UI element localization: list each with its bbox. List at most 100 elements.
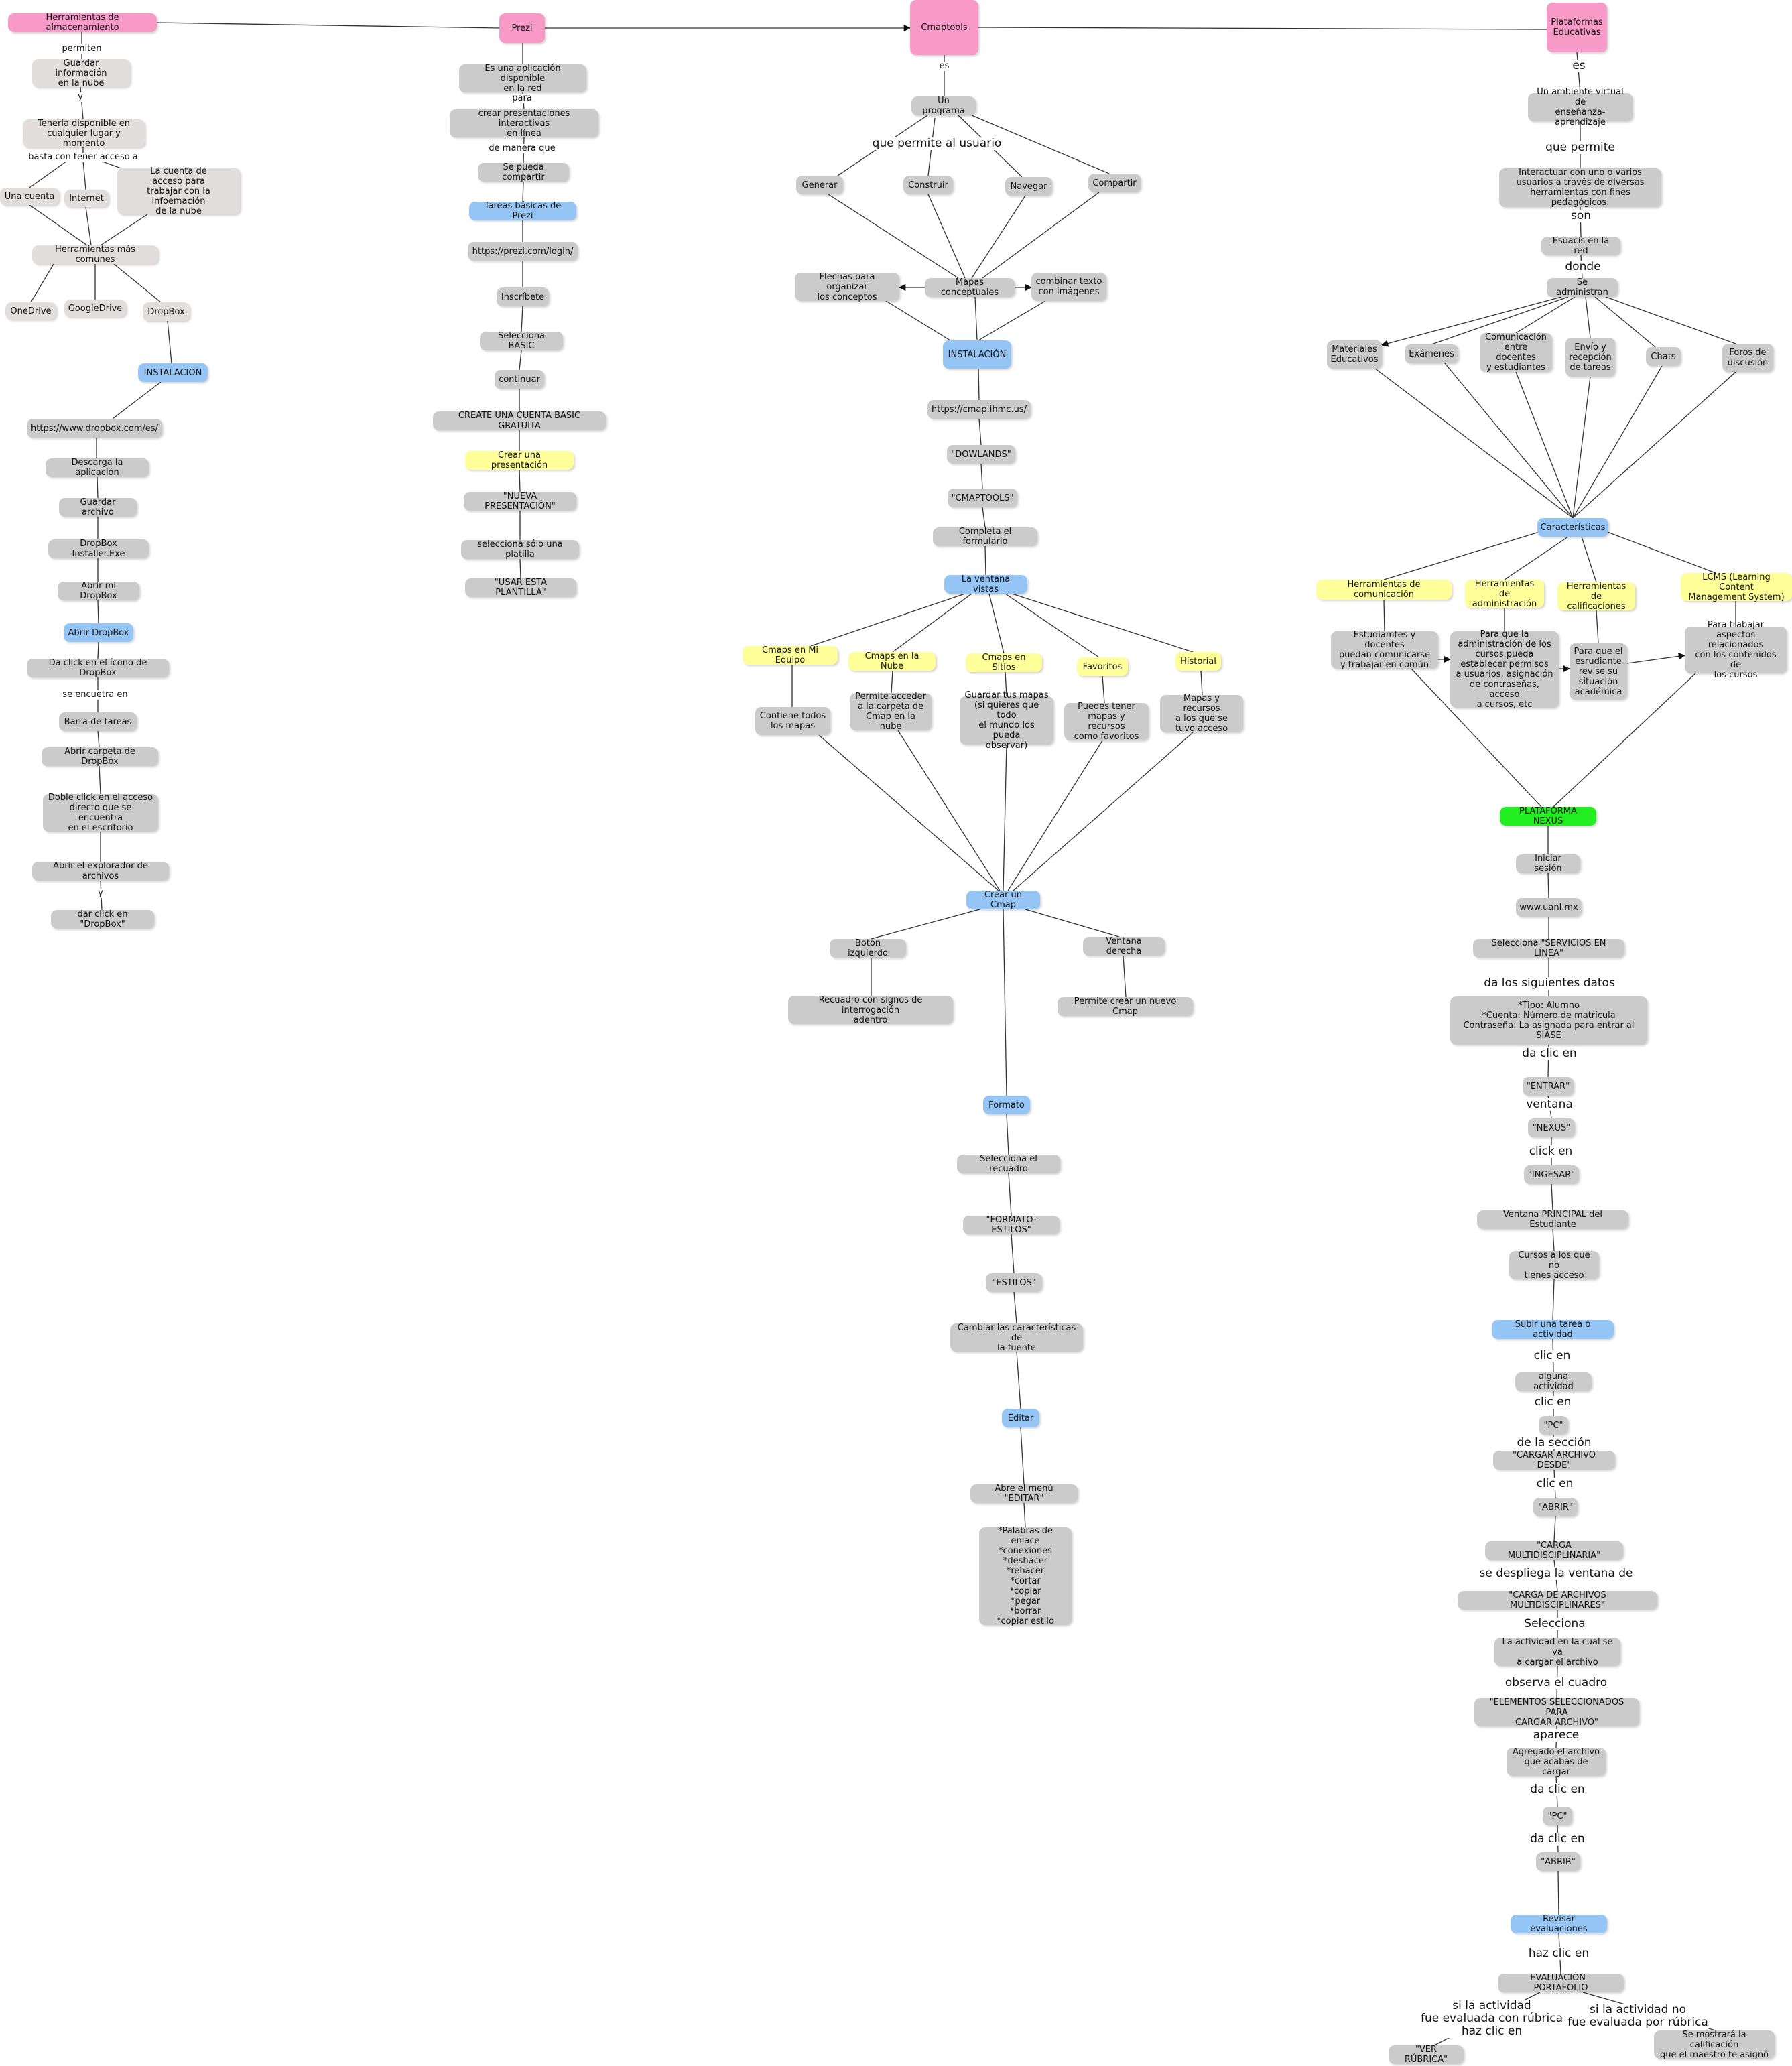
node-examenes[interactable]: Exámenes	[1405, 344, 1458, 363]
node-abre-menu-editar[interactable]: Abre el menú "EDITAR"	[970, 1484, 1078, 1504]
node-ventana-vistas[interactable]: La ventana vistas	[944, 574, 1027, 594]
node-navegar[interactable]: Navegar	[1005, 177, 1052, 196]
node-herr-calificaciones[interactable]: Herramientas de calificaciones	[1557, 582, 1635, 612]
node-agregado-archivo[interactable]: Agregado el archivo que acabas de cargar	[1507, 1747, 1606, 1777]
node-mapas-recursos[interactable]: Mapas y recursos a los que se tuvo acces…	[1160, 694, 1243, 734]
node-construir[interactable]: Construir	[903, 176, 953, 194]
node-crear-presentaciones[interactable]: crear presentaciones interactivas en lín…	[450, 109, 598, 139]
node-herr-comunicacion[interactable]: Herramientas de comunicación	[1316, 580, 1452, 600]
node-caracteristicas[interactable]: Características	[1537, 518, 1608, 537]
node-un-programa[interactable]: Un programa	[911, 96, 976, 116]
node-uanl[interactable]: www.uanl.mx	[1516, 898, 1582, 917]
node-contiene-mapas[interactable]: Contiene todos los mapas	[755, 707, 830, 735]
node-barra-tareas[interactable]: Barra de tareas	[59, 712, 137, 731]
node-cmaps-mi-equipo[interactable]: Cmaps en Mi Equipo	[743, 645, 838, 665]
node-ver-rubrica[interactable]: "VER RÚBRICA"	[1389, 2045, 1464, 2065]
node-alguna-actividad[interactable]: alguna actividad	[1515, 1372, 1592, 1392]
node-foros-discusion[interactable]: Foros de discusión	[1722, 344, 1773, 372]
node-administracion-cursos[interactable]: Para que la administración de los cursos…	[1450, 629, 1559, 710]
node-subir-tarea[interactable]: Subir una tarea o actividad	[1492, 1319, 1614, 1340]
node-comunicacion-docentes[interactable]: Comunicación entre docentes y estudiante…	[1480, 332, 1552, 373]
node-favoritos[interactable]: Favoritos	[1077, 657, 1128, 676]
node-calificacion-maestro[interactable]: Se mostrará la calificación que el maest…	[1654, 2030, 1775, 2060]
node-instalacion-cmap[interactable]: INSTALACIÓN	[943, 340, 1011, 369]
node-formato[interactable]: Formato	[983, 1096, 1030, 1114]
node-crear-presentacion[interactable]: Crear una presentación	[465, 450, 574, 470]
node-nexus[interactable]: "NEXUS"	[1528, 1118, 1575, 1137]
node-entrar[interactable]: "ENTRAR"	[1523, 1077, 1574, 1096]
node-cargar-archivo-desde[interactable]: "CARGAR ARCHIVO DESDE"	[1493, 1450, 1615, 1470]
node-cmaptools-link[interactable]: "CMAPTOOLS"	[948, 489, 1017, 507]
node-permite-crear-cmap[interactable]: Permite crear un nuevo Cmap	[1058, 996, 1193, 1017]
node-datos-acceso[interactable]: *Tipo: Alumno *Cuenta: Número de matrícu…	[1450, 996, 1647, 1045]
node-googledrive[interactable]: GoogleDrive	[64, 300, 126, 317]
node-evaluacion-portafolio[interactable]: EVALUACIÓN - PORTAFOLIO	[1498, 1973, 1624, 1993]
node-inscribete[interactable]: Inscríbete	[497, 287, 549, 306]
node-plataforma-nexus[interactable]: PLATAFORMA NEXUS	[1500, 806, 1596, 826]
node-permite-acceder[interactable]: Permite acceder a la carpeta de Cmap en …	[850, 692, 932, 732]
node-compartir[interactable]: Compartir	[1088, 174, 1141, 192]
node-abrir-mi-dropbox[interactable]: Abrir mi DropBox	[58, 581, 139, 601]
node-lcms[interactable]: LCMS (Learning Content Management System…	[1681, 572, 1792, 602]
node-completa-formulario[interactable]: Completa el formulario	[933, 527, 1037, 547]
node-internet[interactable]: Internet	[64, 190, 109, 207]
node-recuadro-signos[interactable]: Recuadro con signos de interrogación ade…	[788, 995, 953, 1025]
node-se-pueda-compartir[interactable]: Se pueda compartir	[478, 162, 569, 182]
node-installer-exe[interactable]: DropBox Installer.Exe	[48, 539, 149, 559]
node-url-cmap[interactable]: https://cmap.ihmc.us/	[927, 400, 1031, 419]
node-combinar-texto[interactable]: combinar texto con imágenes	[1031, 273, 1106, 301]
node-una-cuenta[interactable]: Una cuenta	[0, 188, 59, 205]
node-dropbox[interactable]: DropBox	[143, 302, 190, 321]
node-click-dropbox[interactable]: dar click en "DropBox"	[51, 909, 154, 929]
node-onedrive[interactable]: OneDrive	[5, 302, 56, 320]
node-formato-estilos[interactable]: "FORMATO-ESTILOS"	[963, 1215, 1060, 1235]
node-pc-1[interactable]: "PC"	[1539, 1416, 1568, 1435]
node-envio-tareas[interactable]: Envío y recepción de tareas	[1565, 338, 1615, 377]
node-servicios-linea[interactable]: Selecciona "SERVICIOS EN LÍNEA"	[1473, 938, 1624, 958]
node-prezi[interactable]: Prezi	[499, 13, 545, 43]
node-selecciona-plantilla[interactable]: selecciona sólo una platilla	[461, 539, 579, 560]
node-cuenta-acceso[interactable]: La cuenta de acceso para trabajar con la…	[117, 166, 240, 216]
node-interactuar[interactable]: Interactuar con uno o varios usuarios a …	[1499, 168, 1661, 208]
node-tenerla-disponible[interactable]: Tenerla disponible en cualquier lugar y …	[23, 119, 145, 149]
node-selecciona-recuadro[interactable]: Selecciona el recuadro	[957, 1154, 1060, 1174]
node-estudiantes-docentes[interactable]: Estudiamtes y docentes puedan comunicars…	[1331, 630, 1438, 670]
node-editar[interactable]: Editar	[1002, 1409, 1039, 1427]
node-carga-multidisciplinaria[interactable]: "CARGA MULTIDISCIPLINARIA"	[1485, 1541, 1623, 1561]
node-herr-administracion[interactable]: Herramientas de administración	[1465, 579, 1544, 609]
node-se-administran[interactable]: Se administran	[1547, 277, 1618, 298]
node-descarga-aplicacion[interactable]: Descarga la aplicación	[46, 458, 149, 478]
node-abrir-1[interactable]: "ABRIR"	[1533, 1498, 1578, 1516]
node-tareas-basicas-prezi[interactable]: Tareas básicas de Prezi	[469, 201, 576, 221]
node-boton-izquierdo[interactable]: Botón izquierdo	[830, 938, 906, 958]
node-doble-click-acceso[interactable]: Doble click en el acceso directo que se …	[43, 793, 158, 833]
node-cambiar-fuente[interactable]: Cambiar las características de la fuente	[950, 1323, 1083, 1353]
node-mapas-conceptuales[interactable]: Mapas conceptuales	[925, 277, 1015, 298]
node-abrir-dropbox[interactable]: Abrir DropBox	[64, 623, 133, 642]
node-lista-editar[interactable]: *Palabras de enlace *conexiones *deshace…	[979, 1526, 1072, 1626]
node-herramientas-comunes[interactable]: Herramientas más comunes	[32, 245, 158, 265]
node-elementos-seleccionados[interactable]: "ELEMENTOS SELECCIONADOS PARA CARGAR ARC…	[1474, 1697, 1639, 1728]
node-revisar-evaluaciones[interactable]: Revisar evaluaciones	[1511, 1914, 1607, 1934]
node-flechas-organizar[interactable]: Flechas para organizar los conceptos	[795, 272, 899, 302]
node-pc-2[interactable]: "PC"	[1543, 1807, 1572, 1825]
node-instalacion-dropbox[interactable]: INSTALACIÓN	[138, 363, 208, 382]
node-create-cuenta[interactable]: CREATE UNA CUENTA BASIC GRATUITA	[433, 411, 606, 431]
node-chats[interactable]: Chats	[1646, 347, 1681, 366]
node-ventana-principal[interactable]: Ventana PRINCIPAL del Estudiante	[1477, 1210, 1628, 1230]
node-dowlands[interactable]: "DOWLANDS"	[947, 445, 1015, 464]
node-iniciar-sesion[interactable]: Iniciar sesión	[1516, 854, 1580, 874]
node-actividad-cargar[interactable]: La actividad en la cual se va a cargar e…	[1494, 1637, 1620, 1667]
node-url-prezi[interactable]: https://prezi.com/login/	[468, 242, 578, 261]
node-espacios-red[interactable]: Esoacis en la red	[1541, 236, 1620, 256]
node-carga-archivos-multi[interactable]: "CARGA DE ARCHIVOS MULTIDISCIPLINARES"	[1458, 1590, 1657, 1610]
node-cmaps-nube[interactable]: Cmaps en la Nube	[848, 651, 936, 671]
node-crear-cmap[interactable]: Crear un Cmap	[966, 890, 1040, 910]
node-tener-favoritos[interactable]: Puedes tener mapas y recursos como favor…	[1064, 702, 1149, 742]
node-cmaps-sitios[interactable]: Cmaps en Sitios	[966, 653, 1042, 673]
node-selecciona-basic[interactable]: Selecciona BASIC	[480, 331, 563, 351]
node-guardar-mapas[interactable]: Guardar tus mapas (si quieres que todo e…	[960, 690, 1053, 751]
node-click-icono-dropbox[interactable]: Da click en el ícono de DropBox	[27, 658, 169, 678]
node-plataformas-educativas[interactable]: Plataformas Educativas	[1547, 3, 1607, 52]
node-guardar-archivo[interactable]: Guardar archivo	[59, 497, 137, 517]
